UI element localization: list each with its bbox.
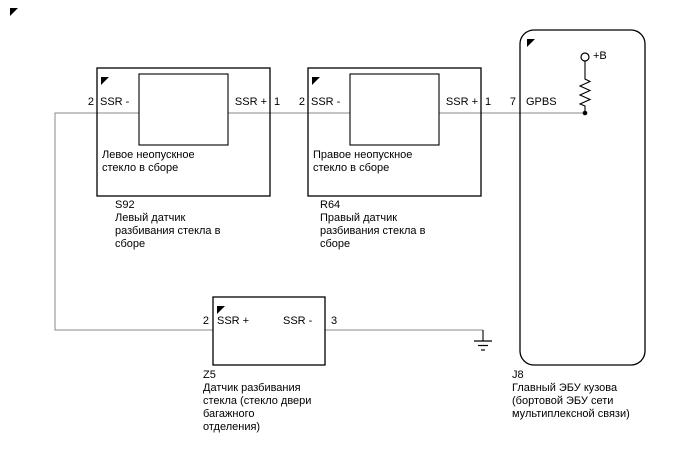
j8-name: Главный ЭБУ кузова (бортовой ЭБУ сети му…	[512, 382, 630, 420]
r64-pin-left: 2	[298, 96, 305, 108]
s92-code: S92	[115, 199, 135, 211]
r64-connector-box	[307, 67, 482, 197]
j8-ecu-box	[519, 29, 646, 366]
r64-code: R64	[320, 199, 341, 211]
z5-component-box	[212, 296, 326, 366]
z5-terminal-left: SSR +	[217, 315, 250, 327]
s92-terminal-left: SSR -	[100, 96, 130, 108]
r64-name: Правый датчик разбивания стекла в сборе	[320, 212, 426, 250]
j8-power-label: +B	[593, 50, 607, 62]
z5-code: Z5	[203, 369, 216, 381]
s92-part-label: Левое неопускное стекло в сборе	[102, 149, 195, 174]
j8-marker-icon	[527, 39, 535, 47]
s92-component-box	[138, 73, 229, 146]
r64-component-box	[349, 73, 440, 146]
s92-terminal-right: SSR +	[234, 96, 267, 108]
power-terminal-icon	[580, 52, 590, 62]
s92-connector-box	[96, 67, 271, 197]
s92-pin-left: 2	[87, 96, 94, 108]
j8-terminal-label: GPBS	[526, 96, 557, 108]
r64-marker-icon	[312, 77, 320, 85]
r64-terminal-left: SSR -	[311, 96, 341, 108]
r64-terminal-right: SSR +	[445, 96, 478, 108]
z5-marker-icon	[217, 306, 225, 314]
z5-name: Датчик разбивания стекла (стекло двери б…	[203, 382, 312, 433]
r64-part-label: Правое неопускное стекло в сборе	[313, 149, 413, 174]
r64-pin-right: 1	[485, 96, 492, 108]
junction-dot	[582, 110, 588, 116]
s92-name: Левый датчик разбивания стекла в сборе	[115, 212, 221, 250]
s92-pin-right: 1	[274, 96, 281, 108]
s92-marker-icon	[101, 77, 109, 85]
j8-pin-number: 7	[509, 96, 516, 108]
resistor-icon	[578, 61, 592, 113]
z5-pin-left: 2	[202, 315, 209, 327]
page-marker-icon	[10, 8, 18, 16]
j8-code: J8	[512, 369, 524, 381]
z5-pin-right: 3	[331, 315, 338, 327]
z5-terminal-right: SSR -	[283, 315, 313, 327]
